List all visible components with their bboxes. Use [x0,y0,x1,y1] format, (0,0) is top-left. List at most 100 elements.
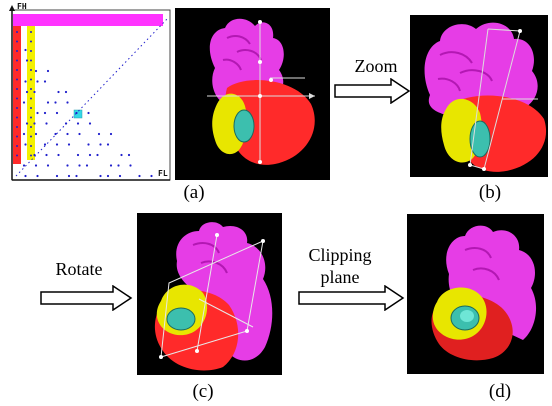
axis-handle[interactable] [258,94,262,98]
scatter-dot [16,107,18,109]
scatter-dot [99,174,102,178]
box-handle[interactable] [245,329,249,333]
scatter-dot [45,122,48,125]
scatter-dot [30,69,32,71]
red-region[interactable] [13,18,21,164]
axis-handle[interactable] [258,20,262,24]
heart-render-a [207,18,315,165]
scatter-dot [22,101,26,104]
axis-handle[interactable] [258,60,262,64]
scatter-dot [88,122,92,125]
magenta-structure [424,22,538,116]
box-handle[interactable] [261,239,265,243]
scatter-dot [33,153,36,157]
clipping-plane-label: Clipping plane [300,244,380,288]
scatter-dot [33,122,36,125]
scatter-dot [30,59,32,62]
zoom-arrow [334,78,411,104]
scatter-dot [34,164,38,167]
zoom-label: Zoom [354,56,398,76]
magenta-detail [437,51,493,92]
scatter-dot [106,143,110,146]
scatter-dot [30,126,32,128]
scatter-dot [117,164,120,167]
scatter-dot [34,132,38,136]
scatter-dot [33,90,36,94]
scatter-dot [43,143,47,146]
scatter-dot [16,154,18,157]
scatter-dot [45,153,48,157]
scatter-dot [36,174,39,178]
scatter-dot [43,80,47,83]
x-axis-label: FL [158,169,168,178]
scatter-dot [24,143,27,146]
scatter-dot [24,174,27,178]
scatter-dot [16,31,18,33]
rotate-arrow [40,285,133,311]
scatter-dot [24,80,27,83]
clip-box-edge [469,28,489,166]
box-handle[interactable] [482,167,486,171]
cyan-highlight [460,310,474,322]
scatter-dot [66,101,69,104]
scatter-dot [76,153,80,157]
caption-c: (c) [192,381,214,402]
scatter-dot [30,78,32,81]
render-panel-c [137,213,282,375]
scatter-dot [85,164,89,167]
scatter-dot [16,50,18,52]
box-handle[interactable] [468,163,472,167]
axis-handle[interactable] [258,160,262,164]
cyan-structure [233,109,255,143]
y-axis-label: FH [17,2,27,11]
rotate-label: Rotate [55,259,103,279]
scatter-dot [76,122,80,125]
scatter-dot [66,132,69,136]
scatter-dot [64,122,68,125]
scatter-dot [87,111,90,115]
heart-render-d [431,225,537,361]
clip-box [469,28,521,170]
scatter-dot [78,132,81,136]
box-handle[interactable] [195,349,199,353]
caption-d: (d) [488,381,512,402]
scatter-dot [36,111,39,115]
scatter-dot [16,40,18,43]
transfer-function-plot: FH FL [6,2,174,182]
scatter-dots [16,31,153,178]
axis-line [198,298,254,328]
scatter-dot [75,174,78,178]
scatter-dot [16,116,18,119]
scatter-dot [16,69,18,71]
scatter-dot [75,111,78,115]
magenta-detail [192,242,228,274]
render-panel-b [410,15,548,177]
axis-handle[interactable] [269,78,273,82]
scatter-dot [55,174,59,178]
scatter-dot [16,88,18,90]
clipping-label-line1: Clipping [308,245,372,265]
scatter-dot [118,174,122,178]
render-panel-a [175,8,330,180]
box-handle[interactable] [215,233,219,237]
scatter-dot [127,153,131,157]
box-handle[interactable] [518,29,522,33]
scatter-dot [138,174,141,178]
scatter-dot [30,145,32,147]
diagonal-line [15,17,169,177]
scatter-dot [64,90,68,94]
scatter-dot [106,174,110,178]
magenta-region[interactable] [13,14,163,26]
scatter-dot [30,31,32,33]
scatter-dot [78,164,81,167]
box-handle[interactable] [159,355,163,359]
scatter-dot [16,78,18,81]
scatter-dot [109,164,113,167]
cyan-region[interactable] [73,109,83,119]
scatter-dot [120,153,123,157]
scatter-dot [57,153,60,157]
plot-svg [9,5,171,181]
heart-render-c [154,222,273,371]
scatter-dot [43,111,47,115]
scatter-dot [129,164,132,167]
